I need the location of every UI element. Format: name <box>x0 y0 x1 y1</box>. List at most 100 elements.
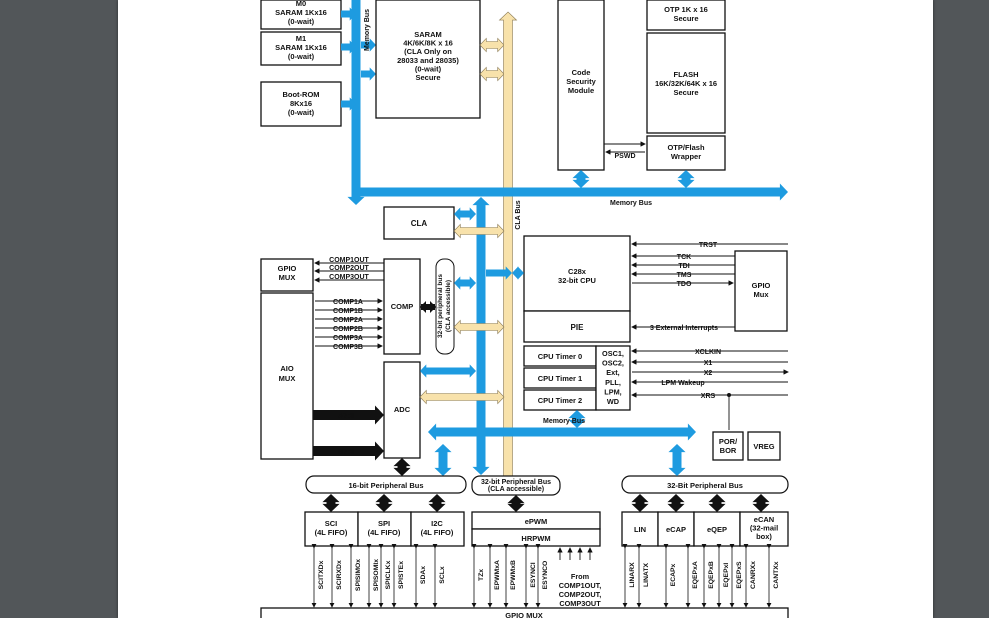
otp-line-0: OTP 1K x 16 <box>664 5 708 14</box>
vreg-label: VREG <box>753 442 774 451</box>
pins_eqep-pin-label-3: EQEPxS <box>736 561 743 589</box>
pins_eqep-pin-label-2: EQEPxI <box>723 563 730 588</box>
pins_pwm-pin-label-2: EPWMxB <box>510 560 517 590</box>
ecap-label: eCAP <box>666 525 686 534</box>
spi-box <box>357 511 412 547</box>
comp-in-label-4: COMP3A <box>333 335 363 342</box>
ecan-box <box>739 511 789 547</box>
comp-out-label-0: COMP1OUT <box>329 257 369 264</box>
lin-label: LIN <box>634 525 646 534</box>
a70-label: A7:0 <box>338 411 354 420</box>
comp-in-label-3: COMP2B <box>333 326 363 333</box>
clock-label-0: XCLKIN <box>695 349 721 356</box>
saram-line-0: SARAM <box>414 30 442 39</box>
memory-bus-vertical-label: Memory Bus <box>364 9 371 51</box>
cpu-timer-2-label: CPU Timer 2 <box>538 396 582 405</box>
bus32-capsule <box>621 475 789 494</box>
m0-line-0: M0 <box>296 0 306 8</box>
saram-cla-arrow-1 <box>479 37 505 53</box>
pins_i2c-pin-label-1: SCLx <box>439 566 446 584</box>
b70-bus <box>313 441 384 461</box>
m1-bus-arrow <box>341 40 356 54</box>
pins_spi-pin-label-0: SPISIMOx <box>355 559 362 591</box>
flash-box <box>646 32 726 134</box>
osc-line-5: WD <box>607 397 619 406</box>
saram-bus-arrow-2 <box>361 67 376 81</box>
bus32-label: 32-Bit Peripheral Bus <box>667 481 743 490</box>
spi-bus-link <box>375 494 393 512</box>
comp-out-label-2: COMP3OUT <box>329 274 369 281</box>
gpio-mux-right-box <box>734 250 788 332</box>
hrpwm-label: HRPWM <box>521 534 550 543</box>
memory-bus-top <box>356 183 788 201</box>
comp-label: COMP <box>391 302 414 311</box>
clock-label-4: XRS <box>701 393 716 400</box>
cla-bus-vertical <box>498 11 518 479</box>
memory-bus-mid-label: Memory Bus <box>543 418 585 425</box>
adc-bus16-link <box>393 458 411 476</box>
clock-label-1: X1 <box>704 360 713 367</box>
por-bor-line-1: BOR <box>720 446 737 455</box>
comp-black-bus-head-r <box>430 301 436 313</box>
saram-line-1: 4K/6K/8K x 16 <box>403 39 453 48</box>
flash-line-2: Secure <box>673 88 698 97</box>
timers-bus-link <box>568 410 586 428</box>
m1-line-1: SARAM 1Kx16 <box>275 43 327 52</box>
from-comp-line-0: From <box>571 572 590 581</box>
flash-line-0: FLASH <box>674 70 699 79</box>
i2c-line-0: I2C <box>431 519 443 528</box>
m1-box <box>260 31 342 66</box>
saram-bus-arrow-1 <box>361 38 376 52</box>
pins_ecan-pin-label-1: CANTXx <box>773 561 780 588</box>
spi-line-0: SPI <box>378 519 390 528</box>
sci-line-0: SCI <box>325 519 338 528</box>
memory-bus-top-label: Memory Bus <box>610 200 652 207</box>
jtag-label-1: TCK <box>677 254 691 261</box>
i2c-line-1: (4L FIFO) <box>421 528 454 537</box>
m1-line-0: M1 <box>296 34 306 43</box>
bus16-membus-link <box>434 444 452 476</box>
gpio-mux-bottom-box <box>260 607 789 618</box>
bus16-capsule <box>305 475 467 494</box>
saram-line-4: (0-wait) <box>415 64 442 73</box>
bus32cla-line-1: (CLA accessible) <box>488 486 544 493</box>
otp-line-1: Secure <box>673 14 698 23</box>
boot-rom-bus-arrow <box>341 97 356 111</box>
i2c-bus-link <box>428 494 446 512</box>
comp-black-bus-head-l <box>420 301 426 313</box>
m1-line-2: (0-wait) <box>288 52 315 61</box>
code-security-line-0: Code <box>572 68 591 77</box>
ecap-bus-link <box>667 494 685 512</box>
c28x-cpu-box <box>523 235 631 312</box>
cpu-timer-0-label: CPU Timer 0 <box>538 352 582 361</box>
clock-label-2: X2 <box>704 370 713 377</box>
from-comp-line-1: COMP1OUT, <box>559 581 602 590</box>
saram-line-2: (CLA Only on <box>404 47 452 56</box>
otp-flash-wrapper-box <box>646 135 726 171</box>
lin-box <box>621 511 659 547</box>
spi-line-1: (4L FIFO) <box>368 528 401 537</box>
pins_spi-pin-label-2: SPICLKx <box>385 560 392 589</box>
periph-bus-vertical-label-0: 32-bit peripheral bus <box>437 274 444 338</box>
adc-blue-arrow <box>420 364 476 378</box>
gpio-mux-bottom-label: GPIO MUX <box>505 611 543 618</box>
code-security-line-1: Security <box>566 77 596 86</box>
pins_ecap-pin-label-0: ECAPx <box>670 563 677 586</box>
m0-line-2: (0-wait) <box>288 17 315 26</box>
bus32cla-line-0: 32-bit Peripheral Bus <box>481 479 551 486</box>
comp-periph-blue-arrow <box>454 276 476 290</box>
gpio-mux-left-line-1: MUX <box>279 273 296 282</box>
comp-in-label-0: COMP1A <box>333 299 363 306</box>
m0-bus-arrow <box>341 7 356 21</box>
i2c-box <box>410 511 465 547</box>
epwm-label: ePWM <box>525 517 548 526</box>
ecan-line-0: eCAN <box>754 515 774 524</box>
comp-out-label-1: COMP2OUT <box>329 265 369 272</box>
cla-tan-arrow <box>453 223 505 239</box>
flash-line-1: 16K/32K/64K x 16 <box>655 79 717 88</box>
cpu-bus-arrow <box>512 266 524 280</box>
pswd-label: PSWD <box>615 153 636 160</box>
pie-label: PIE <box>571 323 585 332</box>
